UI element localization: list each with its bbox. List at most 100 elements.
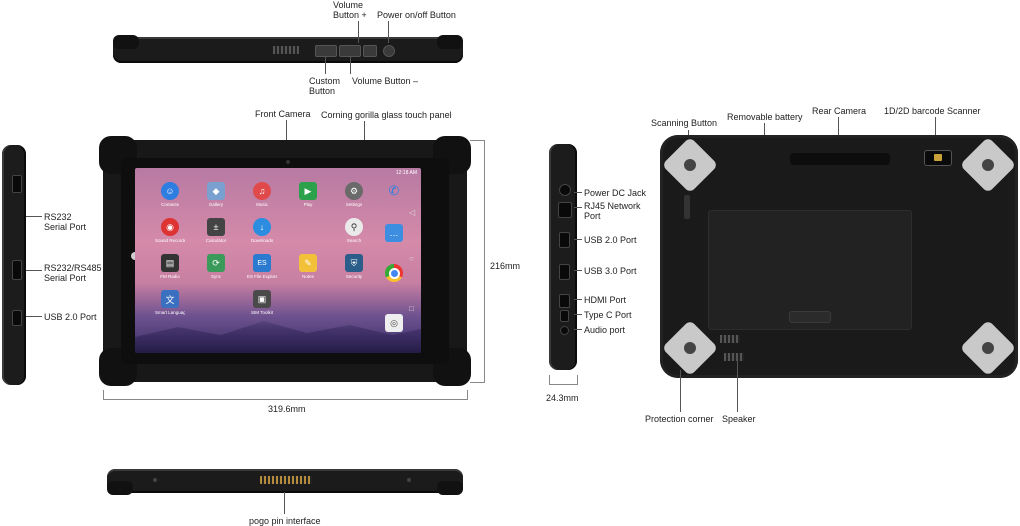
back-icon[interactable]: ◁ xyxy=(409,208,416,217)
app-messages[interactable]: … xyxy=(379,224,409,242)
label-speaker: Speaker xyxy=(722,414,756,424)
language-icon: 文 xyxy=(161,290,179,308)
dimension-height: 216mm xyxy=(490,261,521,271)
label-type-c: Type C Port xyxy=(584,310,632,320)
file-explorer-icon: ES xyxy=(253,254,271,272)
label-audio: Audio port xyxy=(584,325,626,335)
label-usb20-left: USB 2.0 Port xyxy=(44,312,97,322)
camera-icon: ◎ xyxy=(385,314,403,332)
app-search[interactable]: ⚲Search xyxy=(339,218,369,243)
tablet-front-view: 12:18 AM ☺Contacts ◆Gallery ♫Music ▶Play… xyxy=(99,136,471,386)
label-custom: Custom Button xyxy=(309,76,341,96)
barcode-scanner-window xyxy=(924,150,952,166)
speaker-grill-2 xyxy=(724,353,744,361)
rear-camera xyxy=(790,153,890,165)
tablet-top-edge-view xyxy=(113,35,463,63)
app-camera[interactable]: ◎ xyxy=(379,314,409,332)
dimension-width: 319.6mm xyxy=(268,404,306,414)
label-power: Power on/off Button xyxy=(377,10,456,20)
gear-icon: ⚙ xyxy=(345,182,363,200)
app-security[interactable]: ⛨Security xyxy=(339,254,369,279)
notes-icon: ✎ xyxy=(299,254,317,272)
label-scanning-button: Scanning Button xyxy=(651,118,718,128)
app-fm-radio[interactable]: ▤FM Radio xyxy=(155,254,185,279)
screw-hole-left xyxy=(153,478,157,482)
custom-button[interactable] xyxy=(315,45,337,57)
label-usb30: USB 3.0 Port xyxy=(584,266,637,276)
scanning-button[interactable] xyxy=(684,195,690,219)
app-calculator[interactable]: ±Calculator xyxy=(201,218,231,243)
home-icon[interactable]: ○ xyxy=(409,254,414,263)
label-volume-plus: Volume Button + xyxy=(333,0,367,20)
power-button[interactable] xyxy=(383,45,395,57)
protection-corner-tr xyxy=(959,136,1017,194)
type-c-port xyxy=(560,310,569,322)
label-removable-battery: Removable battery xyxy=(727,112,803,122)
audio-port xyxy=(560,326,569,335)
app-sound-recorder[interactable]: ◉Sound Recorder xyxy=(155,218,185,243)
rj45-port xyxy=(558,202,572,218)
contacts-icon: ☺ xyxy=(161,182,179,200)
label-rs232-rs485: RS232/RS485 Serial Port xyxy=(44,263,102,283)
usb30-port xyxy=(559,264,570,280)
recorder-icon: ◉ xyxy=(161,218,179,236)
protection-corner-br xyxy=(959,319,1017,377)
hdmi-port xyxy=(559,294,570,308)
label-rear-camera: Rear Camera xyxy=(812,106,867,116)
app-notes[interactable]: ✎Notes xyxy=(293,254,323,279)
play-icon: ▶ xyxy=(299,182,317,200)
search-icon: ⚲ xyxy=(345,218,363,236)
label-front-camera: Front Camera xyxy=(255,109,311,119)
dimension-depth: 24.3mm xyxy=(546,393,579,403)
front-camera xyxy=(286,160,290,164)
app-settings[interactable]: ⚙Settings xyxy=(339,182,369,207)
power-dc-jack xyxy=(559,184,571,196)
usb-port-left xyxy=(12,310,22,326)
navigation-keys: ◁ ○ □ xyxy=(405,168,419,353)
label-rj45: RJ45 Network Port xyxy=(584,201,641,221)
rs232-port xyxy=(12,175,22,193)
label-protection-corner: Protection corner xyxy=(645,414,714,424)
chrome-icon xyxy=(385,264,403,282)
app-phone[interactable]: ✆ xyxy=(379,182,409,200)
app-downloads[interactable]: ↓Downloads xyxy=(247,218,277,243)
label-gorilla-glass: Corning gorilla glass touch panel xyxy=(321,110,452,120)
pogo-pin-connector xyxy=(260,476,312,484)
sim-icon: ▣ xyxy=(253,290,271,308)
rs485-port xyxy=(12,260,22,280)
tablet-bottom-edge-view xyxy=(107,469,463,495)
shield-icon: ⛨ xyxy=(345,254,363,272)
label-barcode-scanner: 1D/2D barcode Scanner xyxy=(884,106,981,116)
removable-battery xyxy=(708,210,912,330)
protection-corner-tl xyxy=(661,136,719,194)
tablet-right-side-view xyxy=(549,144,577,370)
speaker-grill xyxy=(720,335,740,343)
app-sync[interactable]: ⟳Sync xyxy=(201,254,231,279)
sync-icon: ⟳ xyxy=(207,254,225,272)
top-vent xyxy=(273,46,299,54)
gallery-icon: ◆ xyxy=(207,182,225,200)
tablet-back-view xyxy=(660,135,1018,378)
label-volume-minus: Volume Button – xyxy=(352,76,419,86)
app-sim-toolkit[interactable]: ▣SIM Toolkit xyxy=(247,290,277,315)
download-icon: ↓ xyxy=(253,218,271,236)
touch-screen[interactable]: 12:18 AM ☺Contacts ◆Gallery ♫Music ▶Play… xyxy=(135,168,421,353)
recent-apps-icon[interactable]: □ xyxy=(409,304,414,313)
tablet-left-side-view xyxy=(2,145,26,385)
messages-icon: … xyxy=(385,224,403,242)
radio-icon: ▤ xyxy=(161,254,179,272)
label-pogo-pin: pogo pin interface xyxy=(249,516,321,526)
calculator-icon: ± xyxy=(207,218,225,236)
app-play[interactable]: ▶Play xyxy=(293,182,323,207)
battery-latch xyxy=(789,311,831,323)
app-chrome[interactable] xyxy=(379,264,409,282)
app-music[interactable]: ♫Music xyxy=(247,182,277,207)
app-contacts[interactable]: ☺Contacts xyxy=(155,182,185,207)
phone-icon: ✆ xyxy=(388,183,400,198)
label-rs232: RS232 Serial Port xyxy=(44,212,87,232)
status-time: 12:18 AM xyxy=(395,170,417,176)
volume-plus-button[interactable] xyxy=(363,45,377,57)
app-gallery[interactable]: ◆Gallery xyxy=(201,182,231,207)
